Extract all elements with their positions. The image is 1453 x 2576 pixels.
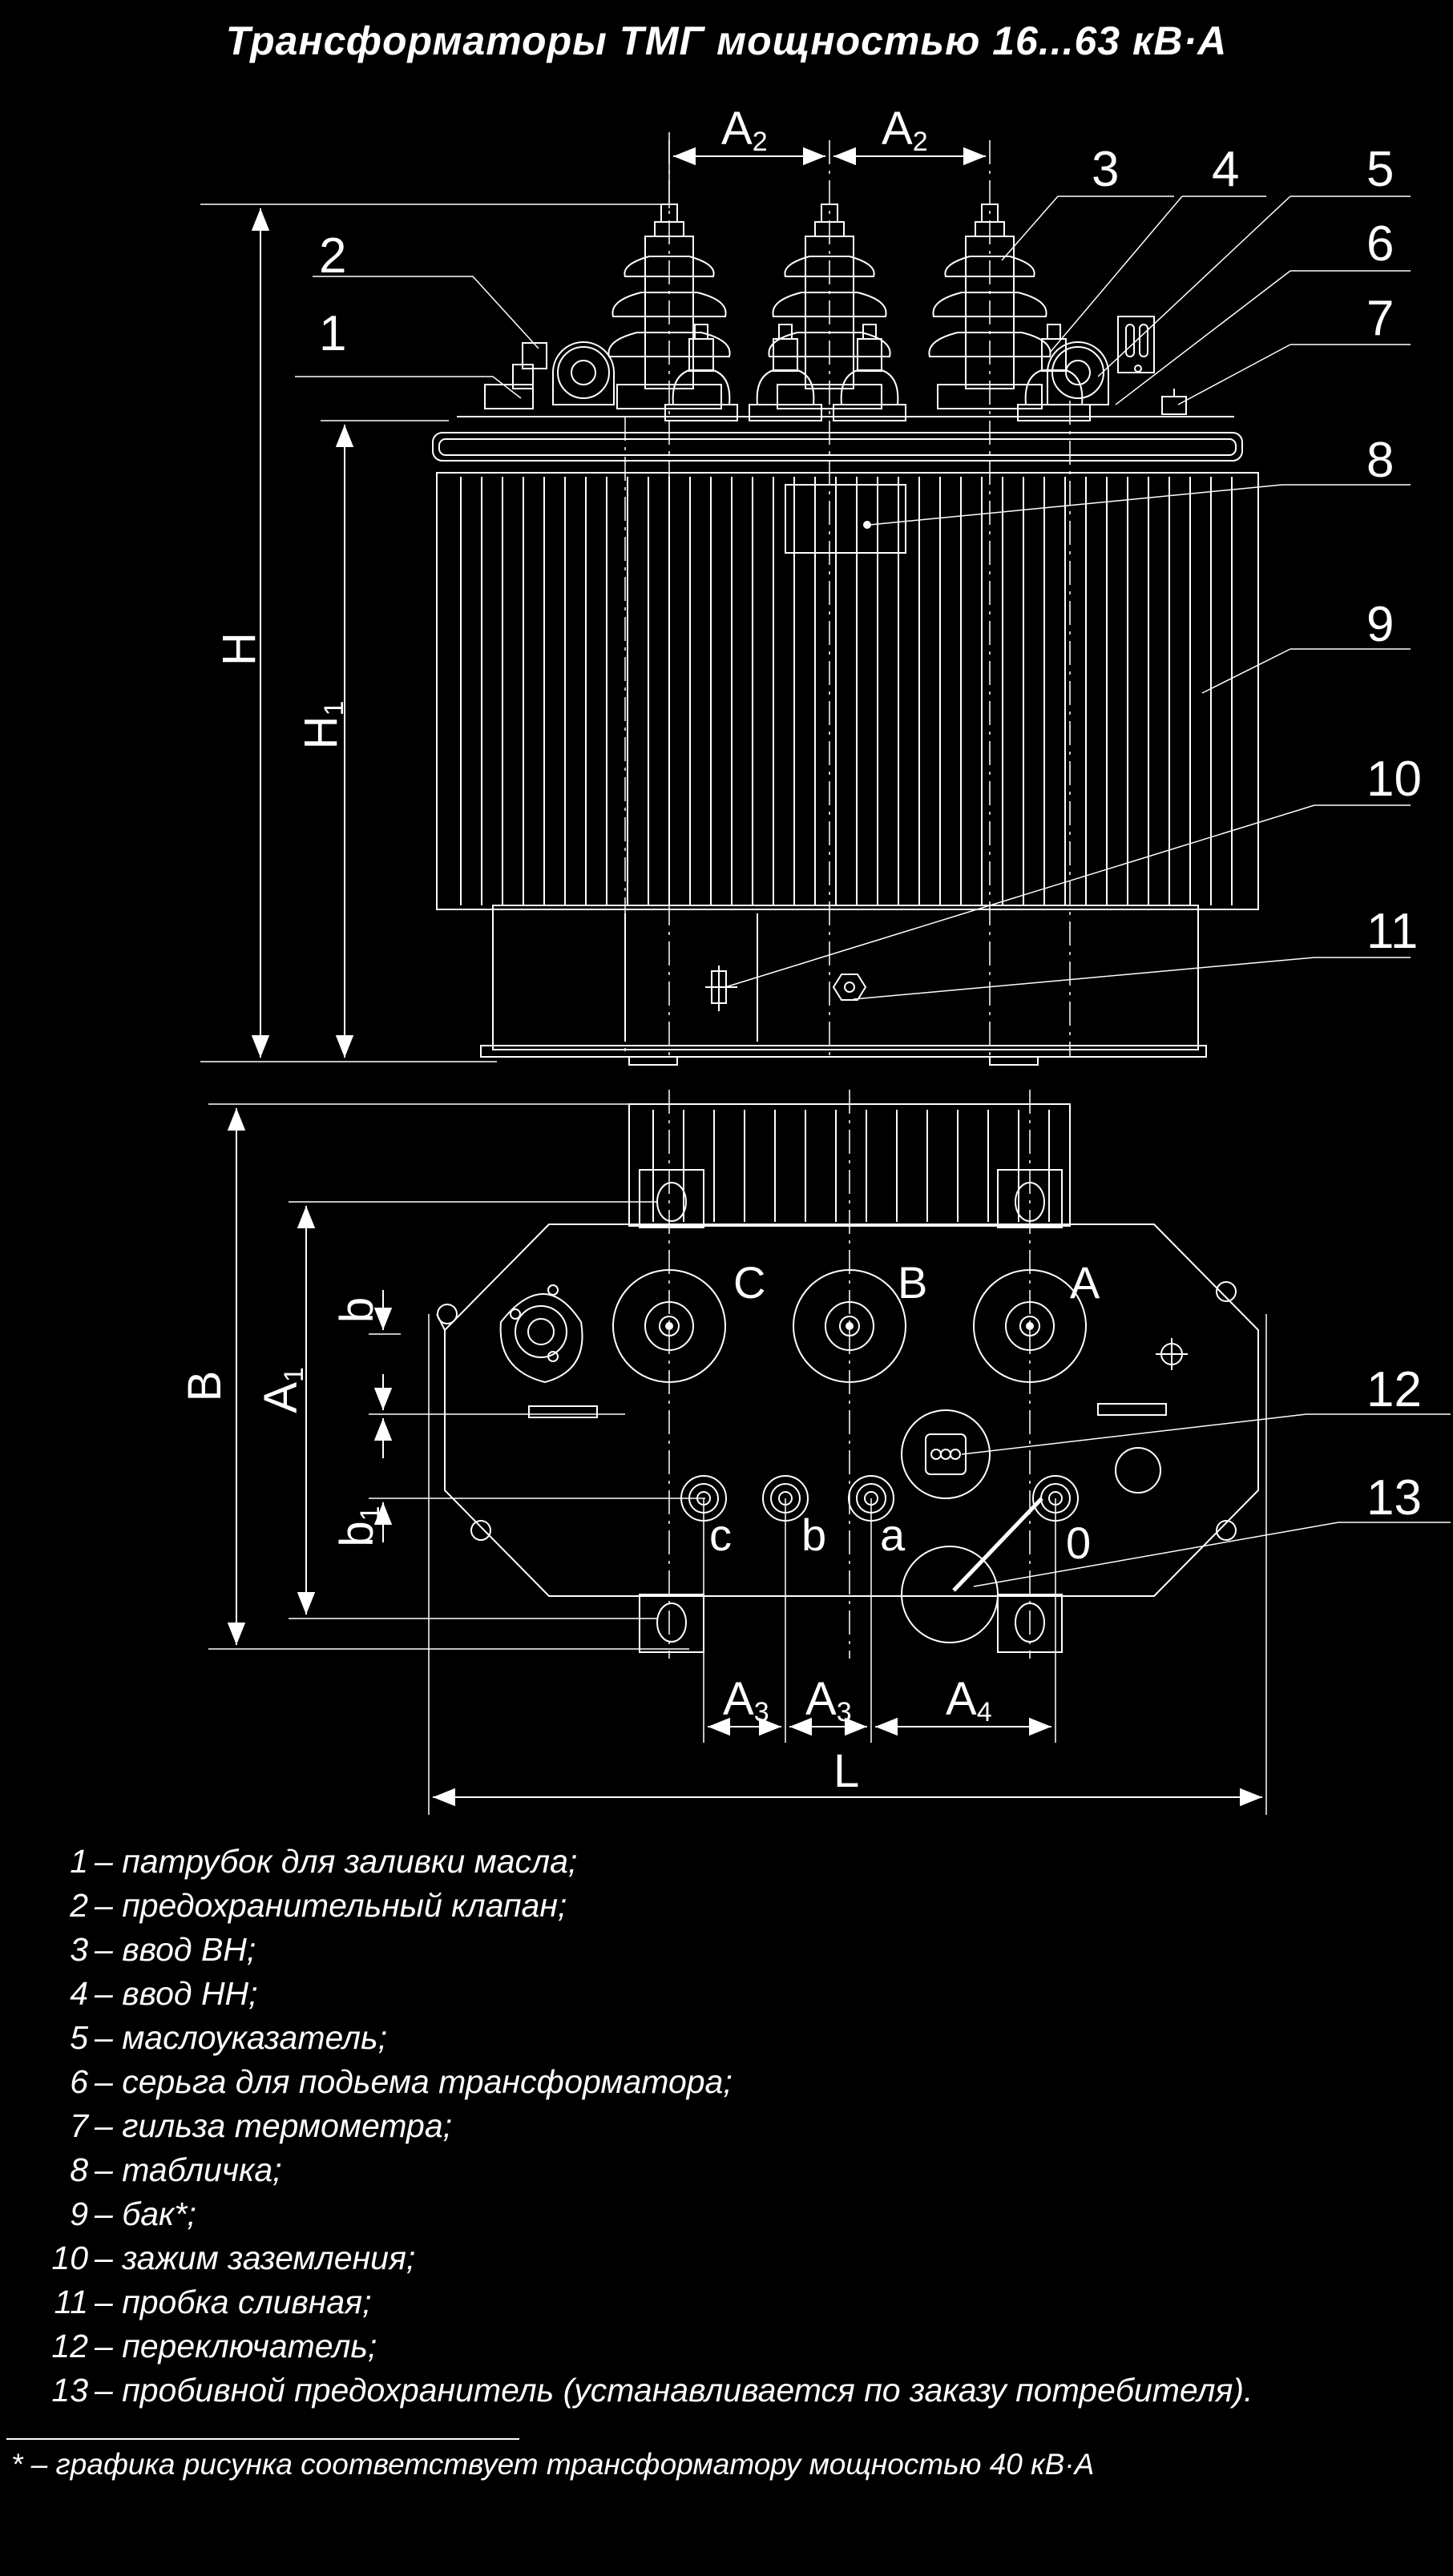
hv-bushings-top — [612, 1269, 1087, 1383]
dim-a2-left: A2 — [721, 103, 768, 157]
callout-2: 2 — [319, 228, 346, 284]
legend-text: – серьга для подьема трансформатора; — [95, 2063, 733, 2100]
legend-text: – зажим заземления; — [95, 2239, 416, 2276]
legend-number: 2 — [70, 1887, 88, 1924]
legend-text: – пробка сливная; — [95, 2284, 372, 2320]
tank-fins — [436, 472, 1259, 910]
dim-l: L — [833, 1745, 859, 1797]
dim-b-lower: b — [331, 1297, 383, 1323]
legend-text: – гильза термометра; — [95, 2107, 453, 2144]
terminal-hv-c: C — [733, 1257, 765, 1308]
lv-bushings — [664, 324, 1091, 421]
legend-text: – табличка; — [95, 2151, 282, 2188]
callout-11: 11 — [1366, 904, 1418, 959]
drain-plug — [832, 974, 867, 1001]
dim-a1: A1 — [255, 1367, 309, 1413]
legend-number: 6 — [70, 2063, 88, 2100]
dim-h1: H1 — [295, 701, 349, 750]
callout-1: 1 — [319, 306, 346, 361]
top-callout-leaders — [961, 1413, 1451, 1587]
legend-text: – ввод ВН; — [95, 1931, 256, 1968]
legend-number: 3 — [70, 1931, 88, 1968]
dim-a2-right: A2 — [882, 103, 928, 157]
legend-text: – бак*; — [95, 2195, 196, 2232]
legend-text: – переключатель; — [95, 2328, 377, 2364]
legend-number: 13 — [51, 2372, 88, 2409]
terminal-lv-0: 0 — [1066, 1518, 1091, 1568]
legend-number: 12 — [51, 2328, 88, 2364]
diagram-title: Трансформаторы ТМГ мощностью 16...63 кВ·… — [225, 18, 1228, 63]
terminal-hv-a: A — [1070, 1257, 1100, 1308]
surge-arrester — [901, 1546, 999, 1643]
terminal-lv-a: a — [880, 1510, 906, 1560]
callout-10: 10 — [1366, 752, 1422, 807]
footnote: * – графика рисунка соответствует трансф… — [11, 2448, 1095, 2481]
tank-cover — [432, 432, 1243, 462]
legend-number: 9 — [70, 2195, 88, 2232]
top-view — [208, 1090, 1267, 1815]
cover-outline — [444, 1223, 1259, 1597]
terminal-hv-b: B — [898, 1257, 927, 1308]
dim-b1: b1 — [331, 1506, 385, 1546]
callout-3: 3 — [1092, 142, 1119, 197]
callout-4: 4 — [1212, 142, 1239, 197]
legend-text: – предохранительный клапан; — [95, 1887, 567, 1924]
legend-text: – пробивной предохранитель (устанавливае… — [95, 2372, 1253, 2409]
dim-a3-left: A3 — [723, 1673, 769, 1727]
terminal-lv-c: c — [709, 1510, 732, 1560]
callout-8: 8 — [1366, 433, 1394, 488]
legend-number: 7 — [70, 2107, 88, 2144]
tank-base — [492, 905, 1199, 1050]
dim-b-upper: B — [179, 1371, 231, 1402]
front-callout-leaders — [295, 196, 1411, 1000]
dim-a4: A4 — [946, 1673, 992, 1727]
legend-number: 5 — [70, 2019, 88, 2056]
tap-changer — [901, 1409, 991, 1499]
callout-9: 9 — [1366, 597, 1394, 652]
footnote-divider — [6, 2438, 519, 2440]
terminal-lv-b: b — [801, 1510, 826, 1560]
legend-text: – ввод НН; — [95, 1975, 258, 2012]
transformer-drawing: 1 2 3 4 5 6 7 8 9 10 11 12 13 A2 A2 H H1… — [179, 103, 1451, 1815]
legend-text: – патрубок для заливки масла; — [95, 1843, 578, 1880]
legend-text: – маслоуказатель; — [95, 2019, 387, 2056]
callout-5: 5 — [1366, 142, 1394, 197]
callout-6: 6 — [1366, 216, 1394, 272]
legend-number: 10 — [51, 2239, 88, 2276]
dim-h: H — [213, 632, 265, 666]
callout-7: 7 — [1366, 291, 1394, 346]
callout-12: 12 — [1366, 1362, 1422, 1417]
front-view — [200, 132, 1259, 1066]
dim-a3-right: A3 — [805, 1673, 852, 1727]
callout-13: 13 — [1366, 1470, 1422, 1526]
grounding-clamp — [705, 965, 737, 1011]
legend-number: 11 — [54, 2284, 88, 2320]
legend-number: 4 — [70, 1975, 88, 2012]
legend-number: 8 — [70, 2151, 88, 2188]
nameplate — [785, 484, 906, 554]
legend-number: 1 — [70, 1843, 88, 1880]
